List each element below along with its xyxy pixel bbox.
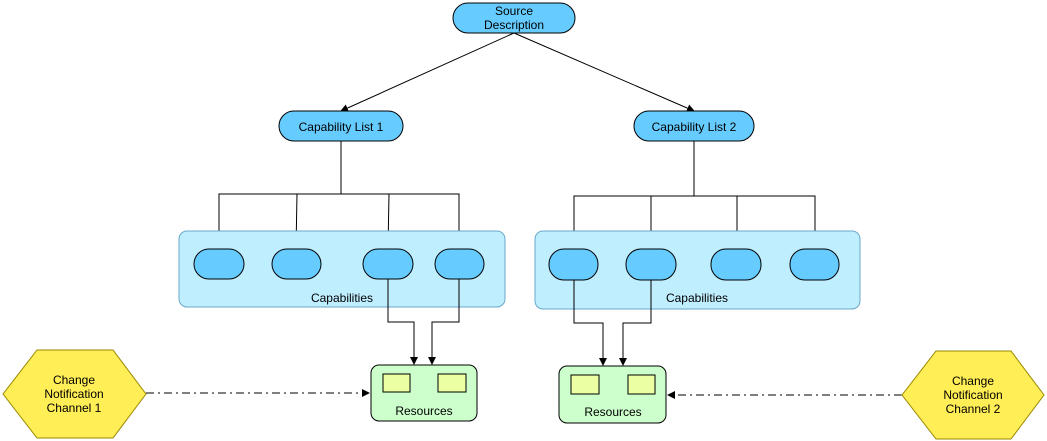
change-channel-1-line3: Channel 1: [47, 401, 102, 415]
resource-group-1-label: Resources: [395, 404, 452, 418]
capability-group-2-box: [534, 230, 861, 310]
capability-node[interactable]: [271, 248, 322, 280]
edge-source-to-list-2: [513, 32, 695, 112]
change-channel-2[interactable]: Change Notification Channel 2: [901, 350, 1045, 440]
capability-list-2-label: Capability List 2: [652, 120, 737, 134]
edge-capability-to-resource: [387, 279, 418, 365]
change-channel-2-line2: Notification: [943, 388, 1002, 402]
capability-group-1-box: [178, 230, 506, 308]
capability-list-1-pill[interactable]: [278, 110, 404, 142]
resource-group-1: Resources: [370, 364, 478, 422]
edge-source-to-list-1: [340, 32, 515, 112]
capability-node[interactable]: [789, 248, 840, 281]
change-channel-1-line1: Change: [53, 373, 95, 387]
resource-group-2: Resources: [558, 365, 667, 424]
source-description[interactable]: Source Description: [452, 2, 576, 34]
change-channel-1[interactable]: Change Notification Channel 1: [2, 349, 147, 439]
edges-channels-to-resources: [146, 389, 902, 399]
source-description-pill[interactable]: [452, 2, 576, 34]
capability-group-1-label: Capabilities: [311, 291, 373, 305]
change-channel-2-hexagon[interactable]: [901, 350, 1045, 440]
edge-capability-to-resource: [573, 280, 607, 366]
change-channel-2-line1: Change: [952, 374, 994, 388]
capability-group-2: Capabilities: [534, 230, 861, 310]
edge-capability-to-resource: [619, 280, 652, 366]
capability-list-2[interactable]: Capability List 2: [633, 110, 755, 142]
capability-list-1-label: Capability List 1: [299, 120, 384, 134]
capability-node[interactable]: [625, 248, 677, 281]
source-description-line2: Description: [484, 18, 544, 32]
change-channel-1-line2: Notification: [44, 387, 103, 401]
change-channel-2-line3: Channel 2: [946, 402, 1001, 416]
edges-capabilities-to-resources: [387, 279, 652, 366]
resource-item[interactable]: [627, 374, 656, 395]
edge-capability-to-resource: [428, 279, 460, 365]
capability-node[interactable]: [362, 248, 414, 280]
resource-item[interactable]: [382, 373, 411, 393]
resource-item[interactable]: [570, 374, 600, 395]
capability-list-1[interactable]: Capability List 1: [278, 110, 404, 142]
resource-group-2-label: Resources: [584, 405, 641, 419]
capability-group-2-label: Capabilities: [666, 291, 728, 305]
capability-list-2-pill[interactable]: [633, 110, 755, 142]
change-channel-1-hexagon[interactable]: [2, 349, 147, 439]
capability-node[interactable]: [548, 248, 599, 281]
capability-node[interactable]: [193, 248, 245, 280]
resource-item[interactable]: [437, 373, 467, 393]
capability-node[interactable]: [710, 248, 762, 281]
capability-group-1: Capabilities: [178, 230, 506, 308]
source-description-line1: Source: [495, 4, 533, 18]
edges-source-to-lists: [340, 32, 695, 112]
capability-node[interactable]: [434, 248, 485, 280]
